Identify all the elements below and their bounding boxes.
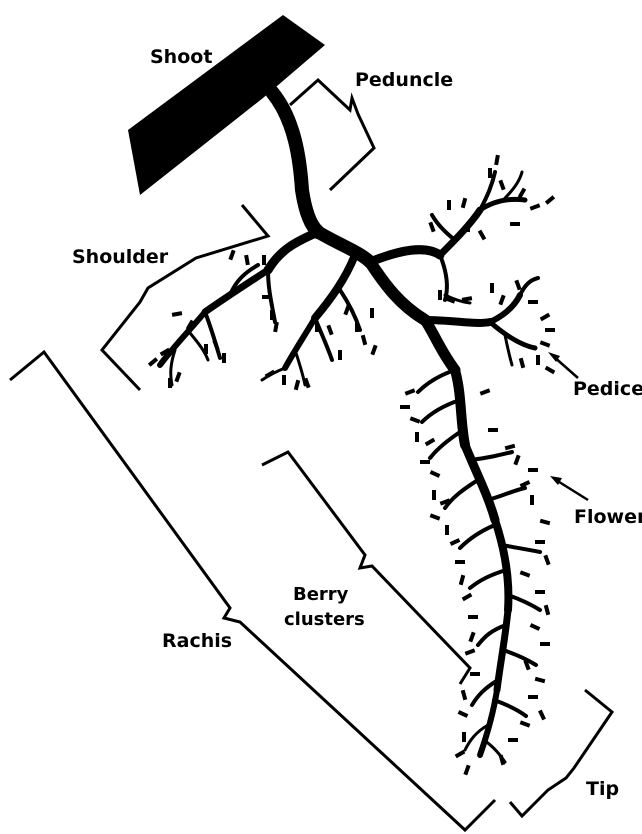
pedicel-label: Pedicel <box>573 378 642 400</box>
flower-label: Flower <box>574 506 642 528</box>
berry-clusters-label-line1: Berry <box>293 584 349 605</box>
upper-right-branch <box>370 172 525 303</box>
rachis-side-branches <box>418 370 540 762</box>
main-stem <box>272 92 508 755</box>
peduncle-label: Peduncle <box>355 69 453 91</box>
shoulder-label: Shoulder <box>72 246 169 268</box>
shoot-label: Shoot <box>150 46 212 68</box>
pedicel-arrow <box>548 352 578 378</box>
shoulder-bracket <box>102 205 268 390</box>
shoulder-branch <box>160 232 318 385</box>
berry-clusters-label-line2: clusters <box>284 609 365 630</box>
berry-clusters-bracket <box>262 452 470 684</box>
tip-label: Tip <box>586 778 619 800</box>
rachis-label: Rachis <box>162 630 232 652</box>
middle-branch <box>262 255 360 385</box>
flower-arrow <box>550 476 588 500</box>
